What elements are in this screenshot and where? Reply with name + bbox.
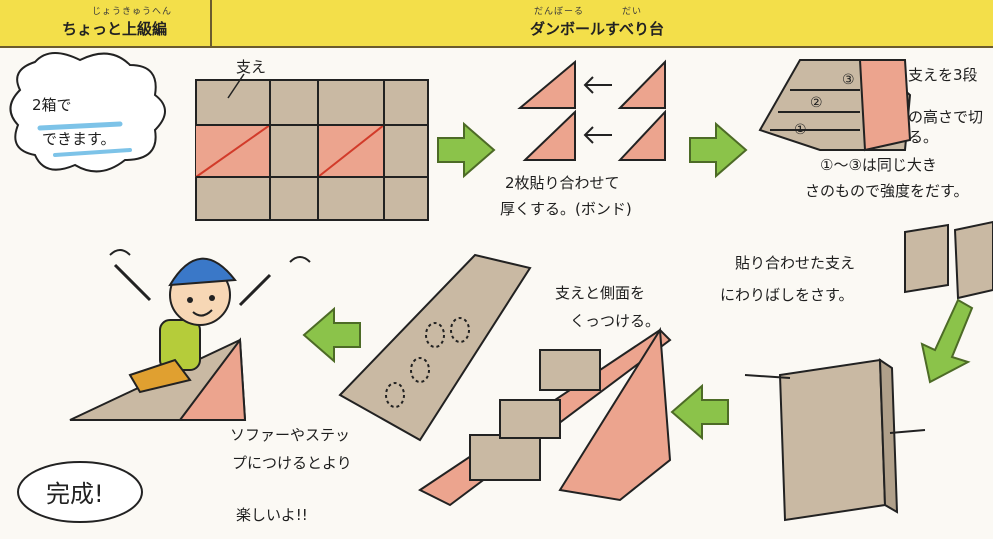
arrow-down-left-icon bbox=[920, 298, 974, 384]
header-title-cell: だんぼーる だい ダンボールすべり台 bbox=[212, 0, 993, 46]
slide-assembly: 支えと側面を くっつける。 bbox=[338, 253, 672, 507]
illustration-canvas: 2箱で できます。 支え 2枚貼り合わせて bbox=[9, 52, 993, 524]
header-title: ダンボールすべり台 bbox=[530, 20, 664, 38]
triangle-pairs: 2枚貼り合わせて 厚くする。(ボンド) bbox=[500, 59, 666, 218]
header-title-ruby-2: だい bbox=[622, 7, 643, 17]
attach-side-line-2: くっつける。 bbox=[570, 312, 660, 330]
circled-number-1: ① bbox=[794, 122, 807, 138]
support-label: 支え bbox=[236, 58, 266, 76]
insert-supports-line-2: にわりばしをさす。 bbox=[720, 286, 854, 304]
sofa-tip-line-2: プにつけるとより bbox=[232, 454, 352, 472]
header-level-cell: じょうきゅうへん ちょっと上級編 bbox=[0, 0, 212, 46]
cloud-bubble: 2箱で できます。 bbox=[9, 52, 166, 173]
arrow-right-icon-2 bbox=[689, 123, 747, 177]
same-size-line-1: ①〜③は同じ大き bbox=[820, 156, 937, 174]
cut-supports-line-1: 支えを3段 bbox=[908, 66, 978, 84]
glue-two-line-1: 2枚貼り合わせて bbox=[505, 174, 620, 192]
header-level-title: ちょっと上級編 bbox=[62, 20, 168, 38]
arrow-left-icon bbox=[671, 385, 729, 439]
circled-number-3: ③ bbox=[842, 72, 855, 88]
two-boxes-line-2: できます。 bbox=[42, 130, 116, 148]
attach-side-line-1: 支えと側面を bbox=[555, 284, 645, 302]
glue-two-line-2: 厚くする。(ボンド) bbox=[500, 200, 632, 218]
complete-badge: 完成! bbox=[17, 461, 143, 523]
same-size-line-2: さのもので強度をだす。 bbox=[805, 182, 969, 200]
arrow-right-icon bbox=[437, 123, 495, 177]
insert-supports-line-1: 貼り合わせた支え bbox=[735, 254, 855, 272]
cardboard-grid: 支え bbox=[195, 58, 429, 221]
arrow-left-icon-2 bbox=[303, 308, 361, 362]
support-boxes: 貼り合わせた支え にわりばしをさす。 bbox=[720, 220, 993, 304]
cut-supports-line-3: る。 bbox=[908, 128, 938, 146]
header-title-ruby-1: だんぼーる bbox=[534, 7, 585, 17]
cut-supports-line-2: の高さで切 bbox=[908, 108, 983, 126]
sofa-tip-line-1: ソファーやステッ bbox=[230, 426, 350, 444]
header-bar: じょうきゅうへん ちょっと上級編 だんぼーる だい ダンボールすべり台 bbox=[0, 0, 993, 48]
thick-board bbox=[744, 358, 926, 522]
child-on-slide: ソファーやステッ プにつけるとより 楽しいよ!! bbox=[69, 249, 352, 524]
header-level-ruby: じょうきゅうへん bbox=[92, 7, 173, 17]
circled-number-2: ② bbox=[810, 95, 823, 111]
sofa-tip-line-3: 楽しいよ!! bbox=[236, 506, 308, 524]
complete-text: 完成! bbox=[46, 480, 104, 508]
stepped-support: ③ ② ① 支えを3段 の高さで切 る。 ①〜③は同じ大き さのもので強度をだす… bbox=[758, 59, 983, 200]
two-boxes-line-1: 2箱で bbox=[32, 96, 72, 114]
